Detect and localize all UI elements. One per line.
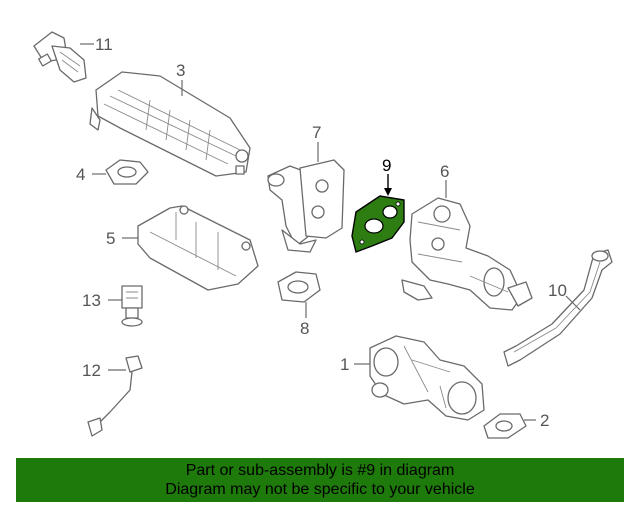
part-11-sensor bbox=[33, 31, 87, 83]
callout-13: 13 bbox=[82, 291, 101, 310]
callout-6: 6 bbox=[440, 162, 450, 181]
part-1-egr-housing bbox=[369, 335, 485, 421]
callout-4: 4 bbox=[76, 165, 86, 184]
callout-2: 2 bbox=[540, 411, 550, 430]
callout-8: 8 bbox=[300, 319, 310, 338]
leader-10 bbox=[565, 295, 581, 311]
part-8-gasket bbox=[277, 271, 321, 303]
part-12-wired-sensor bbox=[87, 355, 143, 437]
callout-7: 7 bbox=[312, 123, 322, 142]
banner-line-2: Diagram may not be specific to your vehi… bbox=[165, 481, 475, 498]
part-2-gasket bbox=[483, 413, 527, 439]
leader-9-arrow bbox=[384, 188, 392, 196]
part-9-gasket-highlighted[interactable] bbox=[351, 195, 405, 253]
part-10-pipe bbox=[503, 249, 613, 367]
part-4-gasket bbox=[105, 159, 149, 185]
part-13-sensor bbox=[121, 285, 143, 327]
part-6-egr-valve bbox=[401, 197, 533, 311]
callout-1: 1 bbox=[340, 355, 350, 374]
part-7-elbow-pipe bbox=[267, 159, 345, 253]
banner-line-1: Part or sub-assembly is #9 in diagram bbox=[185, 462, 455, 479]
callout-5: 5 bbox=[106, 229, 116, 248]
callout-11: 11 bbox=[95, 35, 113, 54]
part-5-bracket bbox=[137, 205, 259, 291]
info-banner: Part or sub-assembly is #9 in diagram Di… bbox=[16, 458, 624, 502]
callout-12: 12 bbox=[82, 361, 101, 380]
callout-9: 9 bbox=[382, 156, 392, 175]
callout-10: 10 bbox=[548, 281, 567, 300]
part-3-egr-cooler bbox=[89, 71, 251, 177]
callout-3: 3 bbox=[176, 61, 186, 80]
